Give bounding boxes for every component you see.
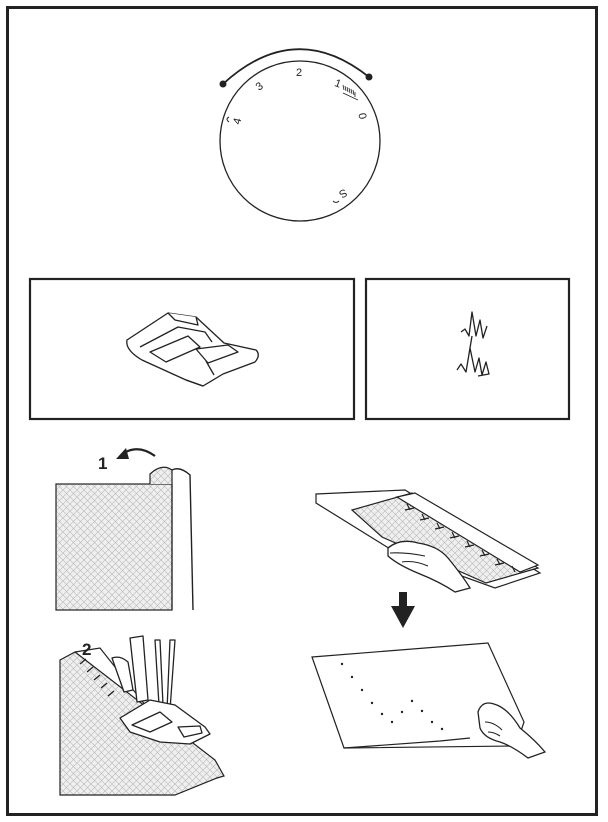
step-2-number: 2 <box>82 640 91 659</box>
dial-mark-icon <box>332 200 340 203</box>
dial-fine-ticks <box>342 84 359 101</box>
fabric-folded-edge <box>171 468 194 611</box>
dial-label-s: S <box>337 186 349 200</box>
step-2-illustration: 2 <box>59 635 225 796</box>
finished-hem-illustration <box>311 642 547 759</box>
dial-label-4: 4 <box>231 117 244 126</box>
hem-fold-illustration <box>315 489 542 593</box>
dial-range-arc <box>222 48 370 85</box>
hand-icon <box>477 702 547 759</box>
hem-stitch-marks <box>404 503 516 573</box>
dial-label-3: 3 <box>254 80 266 93</box>
page-frame <box>6 6 598 816</box>
stitch-pattern-panel <box>364 277 571 421</box>
presser-foot-sewing-icon <box>111 635 211 745</box>
fold-arrow-head-icon <box>116 448 129 459</box>
dial-mark-icon <box>226 116 230 123</box>
stitch-length-dial: 4 3 2 1 0 S <box>219 48 381 222</box>
fabric-fold-top <box>149 466 173 484</box>
hand-icon <box>387 540 472 593</box>
dial-label-0: 0 <box>355 112 368 120</box>
fabric-piece <box>55 483 173 611</box>
down-arrow-icon <box>391 592 415 628</box>
dial-arc-end-dot <box>365 73 373 81</box>
blind-stitch-dots <box>340 662 444 731</box>
step-1-number: 1 <box>98 454 107 473</box>
blind-hem-stitch-icon <box>456 311 490 377</box>
presser-foot-panel <box>28 277 356 421</box>
dial-label-2: 2 <box>296 67 302 79</box>
dial-arc-start-dot <box>219 80 227 88</box>
dial-label-1: 1 <box>333 77 343 90</box>
dial-circle <box>219 60 381 222</box>
step-1-illustration: 1 <box>55 448 194 611</box>
presser-foot-icon <box>126 312 259 387</box>
